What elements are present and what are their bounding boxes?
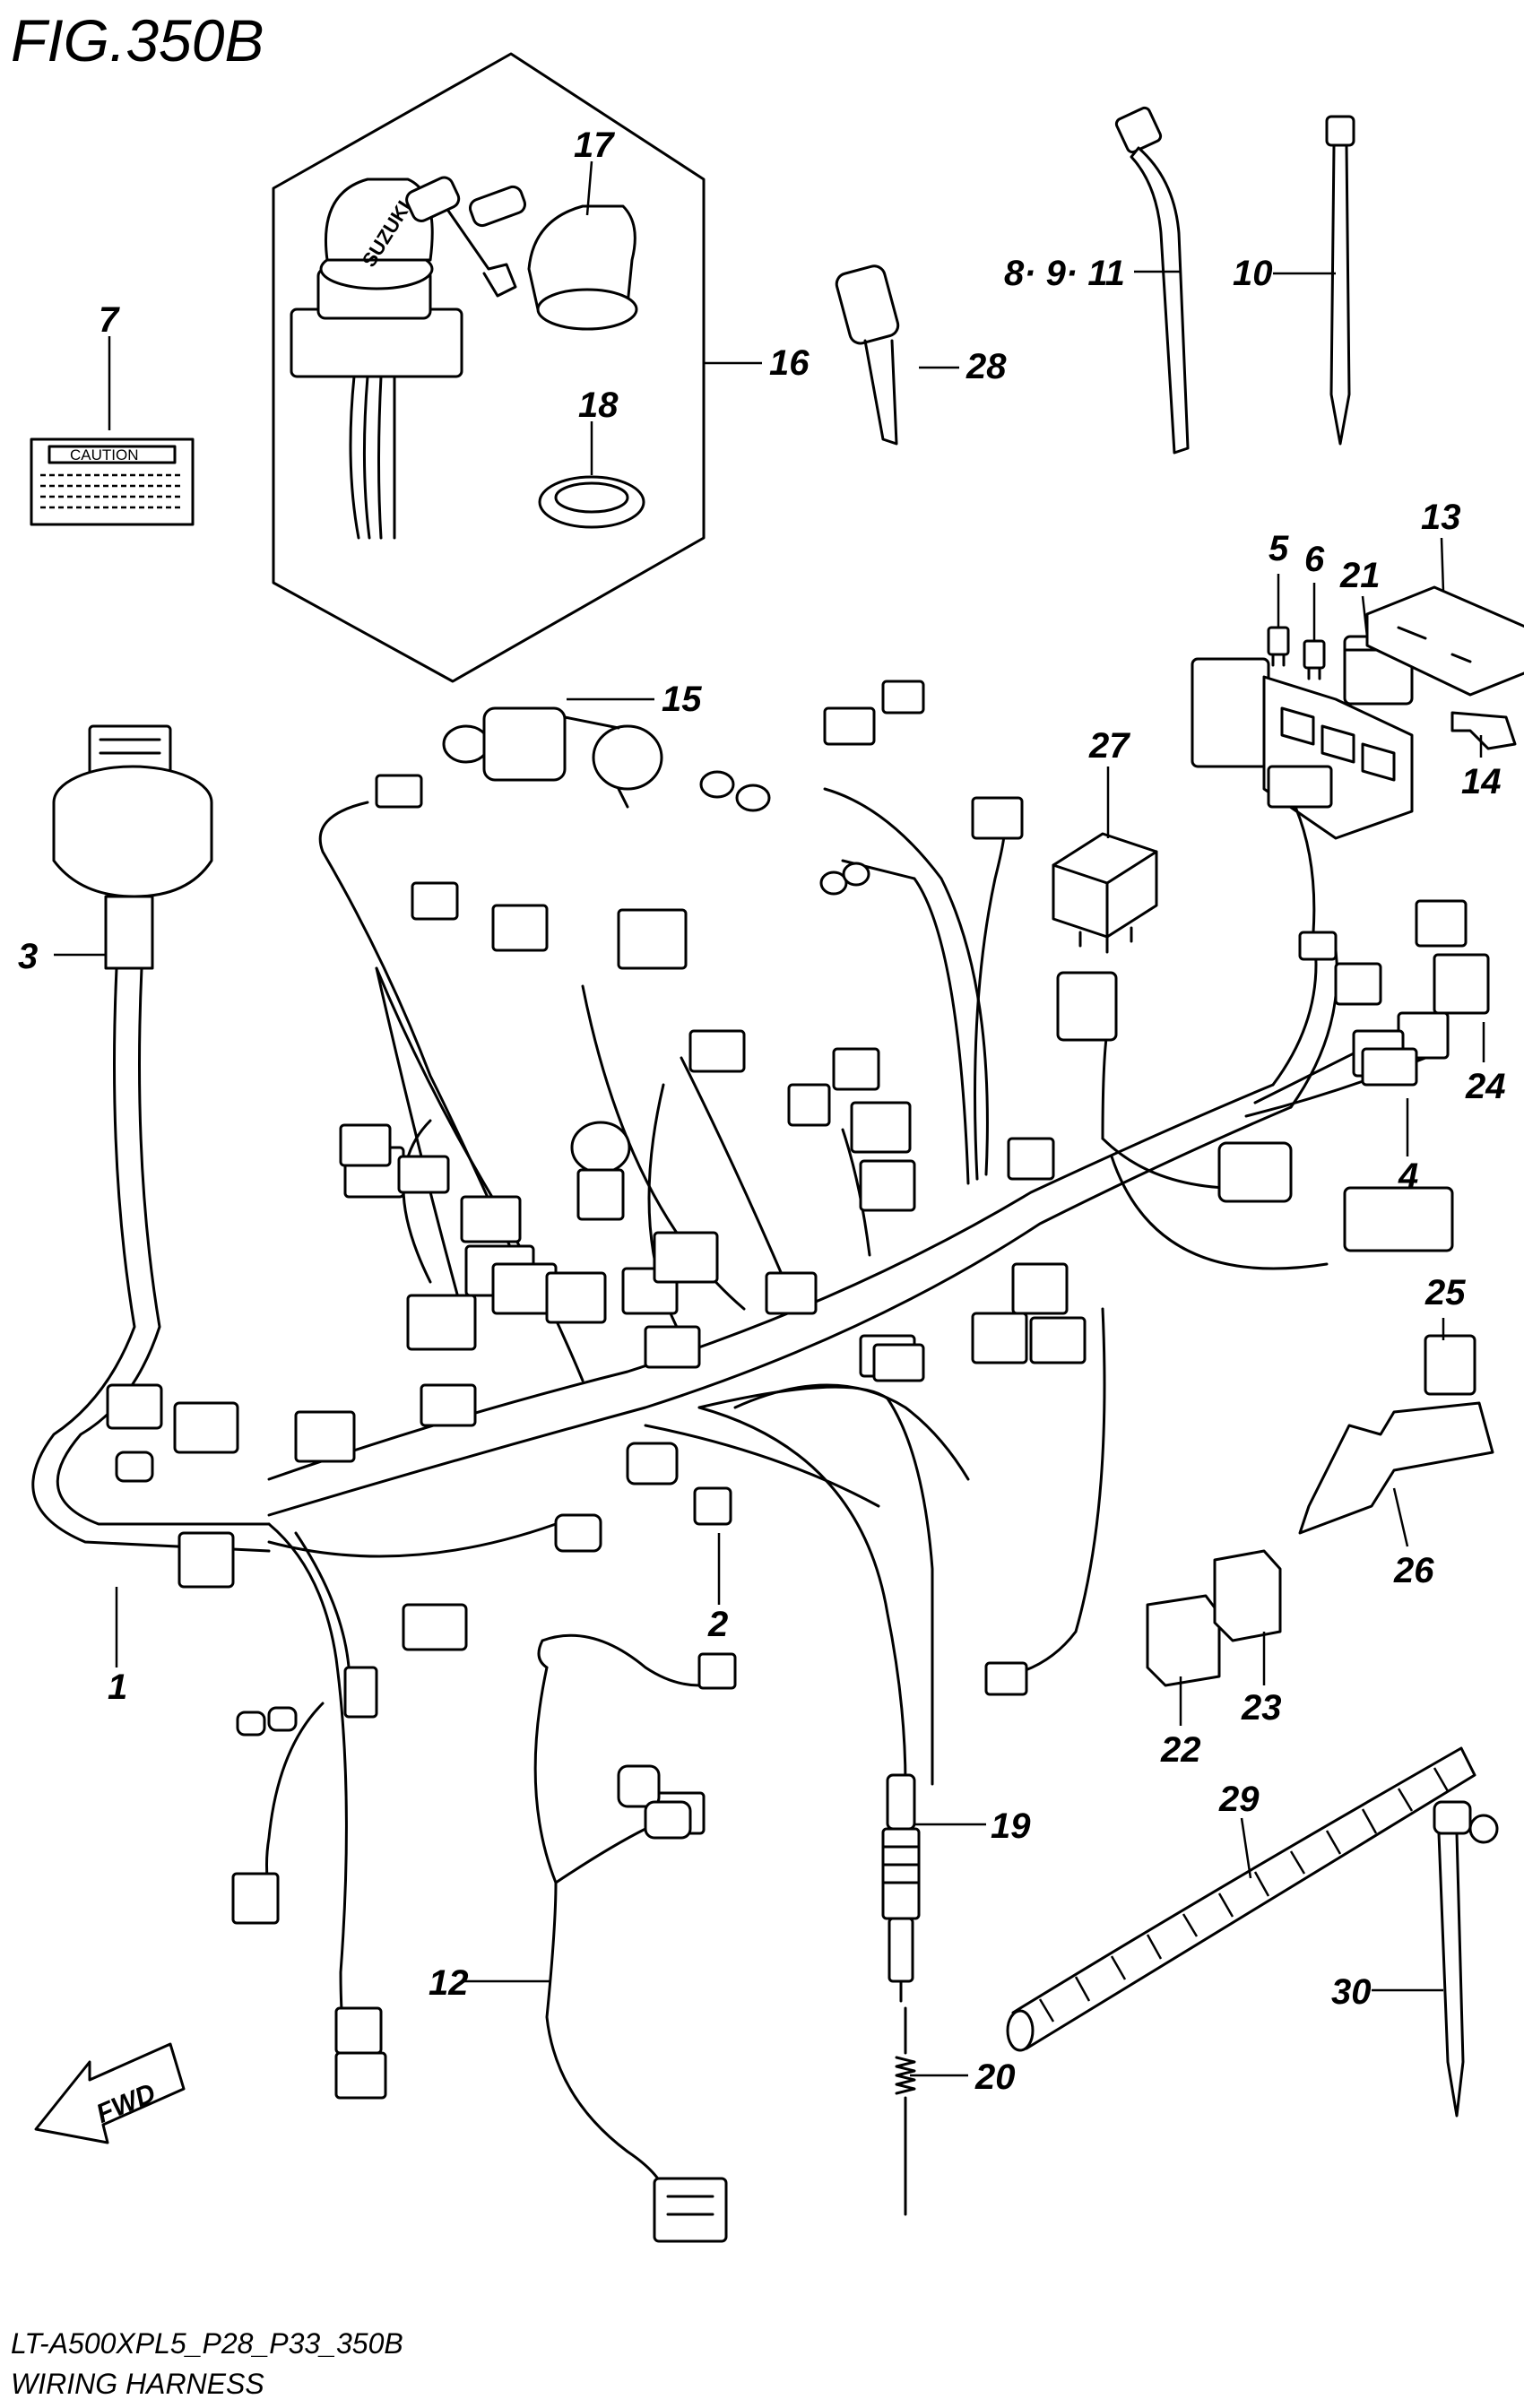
callout-10: 10 bbox=[1233, 254, 1273, 293]
callout-26: 26 bbox=[1393, 1551, 1434, 1590]
callout-1: 1 bbox=[108, 1667, 127, 1707]
callout-8-9-11: 8· 9· 11 bbox=[1004, 254, 1125, 293]
callout-24: 24 bbox=[1465, 1067, 1506, 1106]
ring-nut-part-18 bbox=[538, 475, 645, 529]
callout-3: 3 bbox=[18, 937, 38, 976]
callout-21: 21 bbox=[1339, 556, 1381, 595]
small-connector-part-2 bbox=[693, 1486, 732, 1526]
oxygen-sensor-part-19 bbox=[697, 1406, 921, 2003]
callout-25: 25 bbox=[1424, 1273, 1466, 1312]
ignition-keys bbox=[405, 176, 527, 298]
connector-part-22 bbox=[1146, 1594, 1221, 1687]
callout-15: 15 bbox=[662, 680, 702, 719]
callout-14: 14 bbox=[1461, 762, 1502, 801]
callout-7: 7 bbox=[99, 300, 120, 340]
harness-loop-part-1 bbox=[31, 966, 271, 1553]
connector-part-25 bbox=[1424, 1334, 1476, 1396]
sub-harness-part-12 bbox=[533, 1633, 728, 2243]
fuse-box bbox=[1191, 657, 1414, 934]
connector-part-23 bbox=[1213, 1549, 1282, 1642]
key-blank-part-28 bbox=[835, 264, 900, 446]
callout-leaders bbox=[54, 160, 1485, 2077]
cable-tie-part-10 bbox=[1325, 115, 1355, 446]
clamp-part-14 bbox=[1450, 711, 1517, 750]
callout-30: 30 bbox=[1331, 1972, 1372, 2012]
callout-6: 6 bbox=[1304, 540, 1325, 579]
bracket-part-13 bbox=[1365, 585, 1524, 697]
callout-28: 28 bbox=[965, 347, 1007, 386]
relay-part-27 bbox=[1052, 832, 1158, 954]
callout-12: 12 bbox=[429, 1963, 469, 2003]
fuse-part-5 bbox=[1267, 626, 1290, 667]
bracket-part-26 bbox=[1298, 1401, 1494, 1535]
ignition-switch: SUZUKI bbox=[290, 178, 463, 540]
ignition-switch-kit-box: SUZUKI bbox=[272, 52, 706, 683]
callout-17: 17 bbox=[574, 126, 615, 165]
fuse-part-6 bbox=[1303, 639, 1326, 680]
callout-29: 29 bbox=[1218, 1780, 1260, 1819]
callout-22: 22 bbox=[1160, 1730, 1201, 1770]
callout-4: 4 bbox=[1398, 1156, 1418, 1196]
cable-tie-parts-8-9-11 bbox=[1114, 106, 1190, 455]
callout-23: 23 bbox=[1241, 1688, 1282, 1728]
callout-13: 13 bbox=[1421, 498, 1461, 537]
caution-label-text: CAUTION bbox=[70, 446, 139, 463]
figure-model-code: LT-A500XPL5_P28_P33_350B bbox=[11, 2327, 403, 2360]
callout-18: 18 bbox=[578, 385, 619, 425]
callout-27: 27 bbox=[1088, 726, 1130, 766]
callout-numbers: 7 3 1 2 12 17 18 16 28 8· 9· 11 10 15 5 … bbox=[18, 126, 1506, 2097]
key-cap-part-17 bbox=[527, 204, 638, 331]
power-socket-part-15 bbox=[442, 706, 663, 809]
harness-connector-part-3 bbox=[52, 724, 213, 970]
caution-label-part-7: CAUTION bbox=[30, 437, 195, 526]
callout-20: 20 bbox=[974, 2057, 1016, 2097]
figure-caption: WIRING HARNESS bbox=[11, 2368, 264, 2400]
corrugated-tube-part-29 bbox=[1006, 1746, 1476, 2052]
spring-part-20 bbox=[895, 2006, 916, 2216]
figure-title: FIG.350B bbox=[11, 7, 264, 74]
callout-19: 19 bbox=[991, 1806, 1031, 1846]
callout-2: 2 bbox=[707, 1605, 728, 1644]
callout-16: 16 bbox=[769, 343, 810, 383]
callout-5: 5 bbox=[1269, 529, 1289, 568]
forward-direction-arrow: FWD bbox=[34, 2042, 186, 2144]
harness-connectors bbox=[106, 680, 1490, 2100]
clip-tie-part-30 bbox=[1433, 1800, 1499, 2118]
